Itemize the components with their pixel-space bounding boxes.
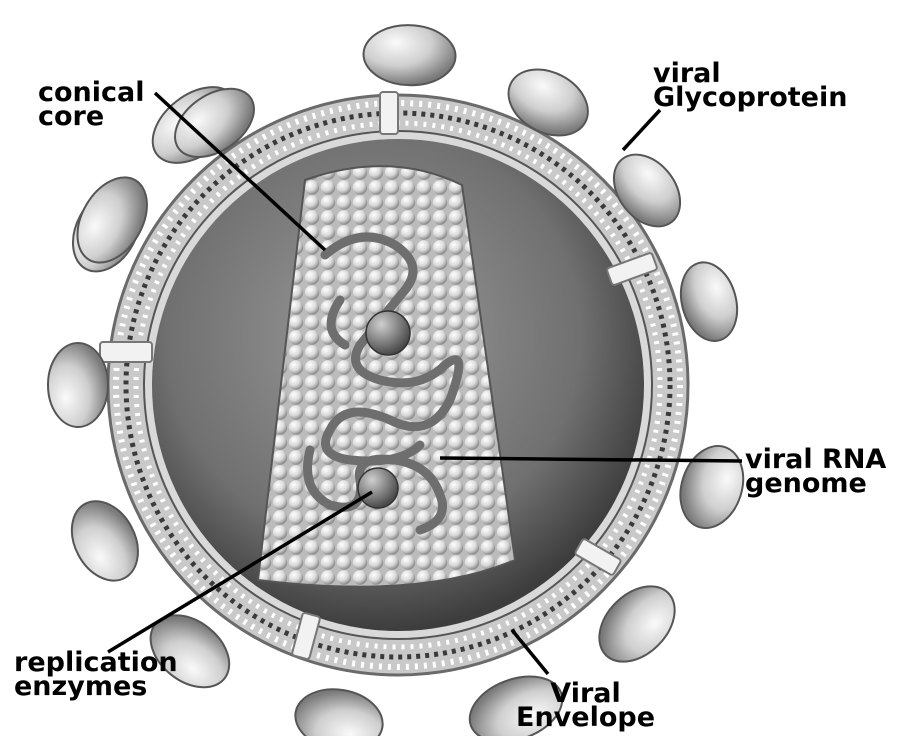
label-viral-glycoprotein-line2: Glycoprotein [653, 86, 847, 110]
label-replication-enzymes-line2: enzymes [14, 675, 178, 699]
label-viral-envelope-line2: Envelope [516, 706, 655, 730]
label-viral-envelope: Viral Envelope [516, 682, 655, 730]
label-conical-core: conical core [38, 81, 145, 129]
label-viral-glycoprotein: viral Glycoprotein [653, 62, 847, 110]
label-viral-rna-genome: viral RNA genome [745, 448, 886, 496]
leader-viral-glycoprotein [623, 110, 660, 150]
glycoprotein-knob [48, 343, 108, 427]
label-conical-core-line2: core [38, 105, 145, 129]
glycoprotein-knob [362, 24, 456, 87]
label-replication-enzymes: replication enzymes [14, 651, 178, 699]
glycoprotein-knob [290, 683, 387, 736]
label-viral-rna-genome-line2: genome [745, 472, 886, 496]
glycoprotein-knob [670, 438, 753, 536]
